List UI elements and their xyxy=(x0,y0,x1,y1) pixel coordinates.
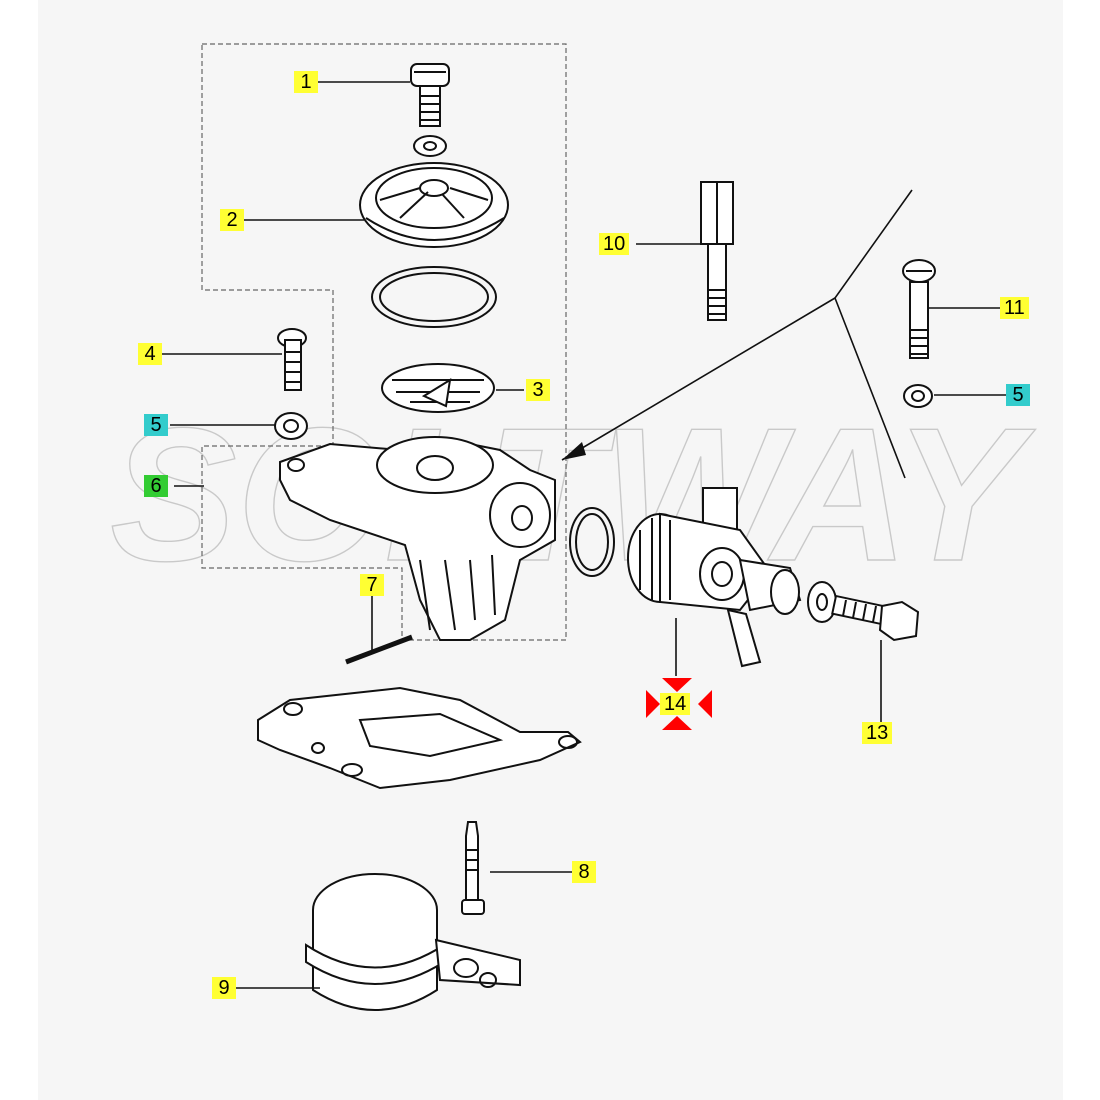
part-3-diaphragm xyxy=(381,363,495,413)
leader-lines xyxy=(162,81,1006,989)
o-ring-small xyxy=(569,507,615,577)
part-8-needle xyxy=(461,821,485,915)
callout-14[interactable]: 14 xyxy=(660,693,691,715)
part-10-stud xyxy=(700,181,734,321)
callout-5-right[interactable]: 5 xyxy=(1006,384,1030,406)
callout-7[interactable]: 7 xyxy=(360,574,384,596)
selected-part-marker xyxy=(646,678,712,730)
watermark: SOLTWAY xyxy=(109,388,1037,601)
o-ring-small-inner xyxy=(575,513,609,571)
diagram-panel xyxy=(38,0,1063,1100)
callout-5-left[interactable]: 5 xyxy=(144,414,168,436)
part-5-washer-right xyxy=(903,384,933,408)
part-9-float xyxy=(305,873,521,1011)
part-6-carburetor-body xyxy=(279,436,556,641)
part-1-screw xyxy=(410,63,450,157)
callout-9[interactable]: 9 xyxy=(212,977,236,999)
assembly-group-frame xyxy=(201,43,567,641)
part-4-screw xyxy=(277,328,307,391)
part-14-fuel-tap xyxy=(627,487,802,668)
part-13-banjo-bolt xyxy=(807,581,920,642)
o-ring-large xyxy=(371,266,497,328)
assembly-arrow xyxy=(561,189,913,479)
part-11-screw xyxy=(902,259,936,359)
o-ring-large-inner xyxy=(379,272,489,322)
callout-11[interactable]: 11 xyxy=(1000,297,1029,319)
part-7-pin xyxy=(345,634,413,665)
callout-10[interactable]: 10 xyxy=(599,233,630,255)
callout-6[interactable]: 6 xyxy=(144,475,168,497)
part-2-cover xyxy=(359,162,509,248)
callout-3[interactable]: 3 xyxy=(526,379,550,401)
callout-8[interactable]: 8 xyxy=(572,861,596,883)
gasket xyxy=(257,686,582,790)
callout-2[interactable]: 2 xyxy=(220,209,244,231)
callout-1[interactable]: 1 xyxy=(294,71,318,93)
watermark-text-line1: SOLTWAY xyxy=(110,389,1036,601)
part-5-washer-left xyxy=(274,412,308,440)
callout-4[interactable]: 4 xyxy=(138,343,162,365)
callout-13[interactable]: 13 xyxy=(862,722,893,744)
